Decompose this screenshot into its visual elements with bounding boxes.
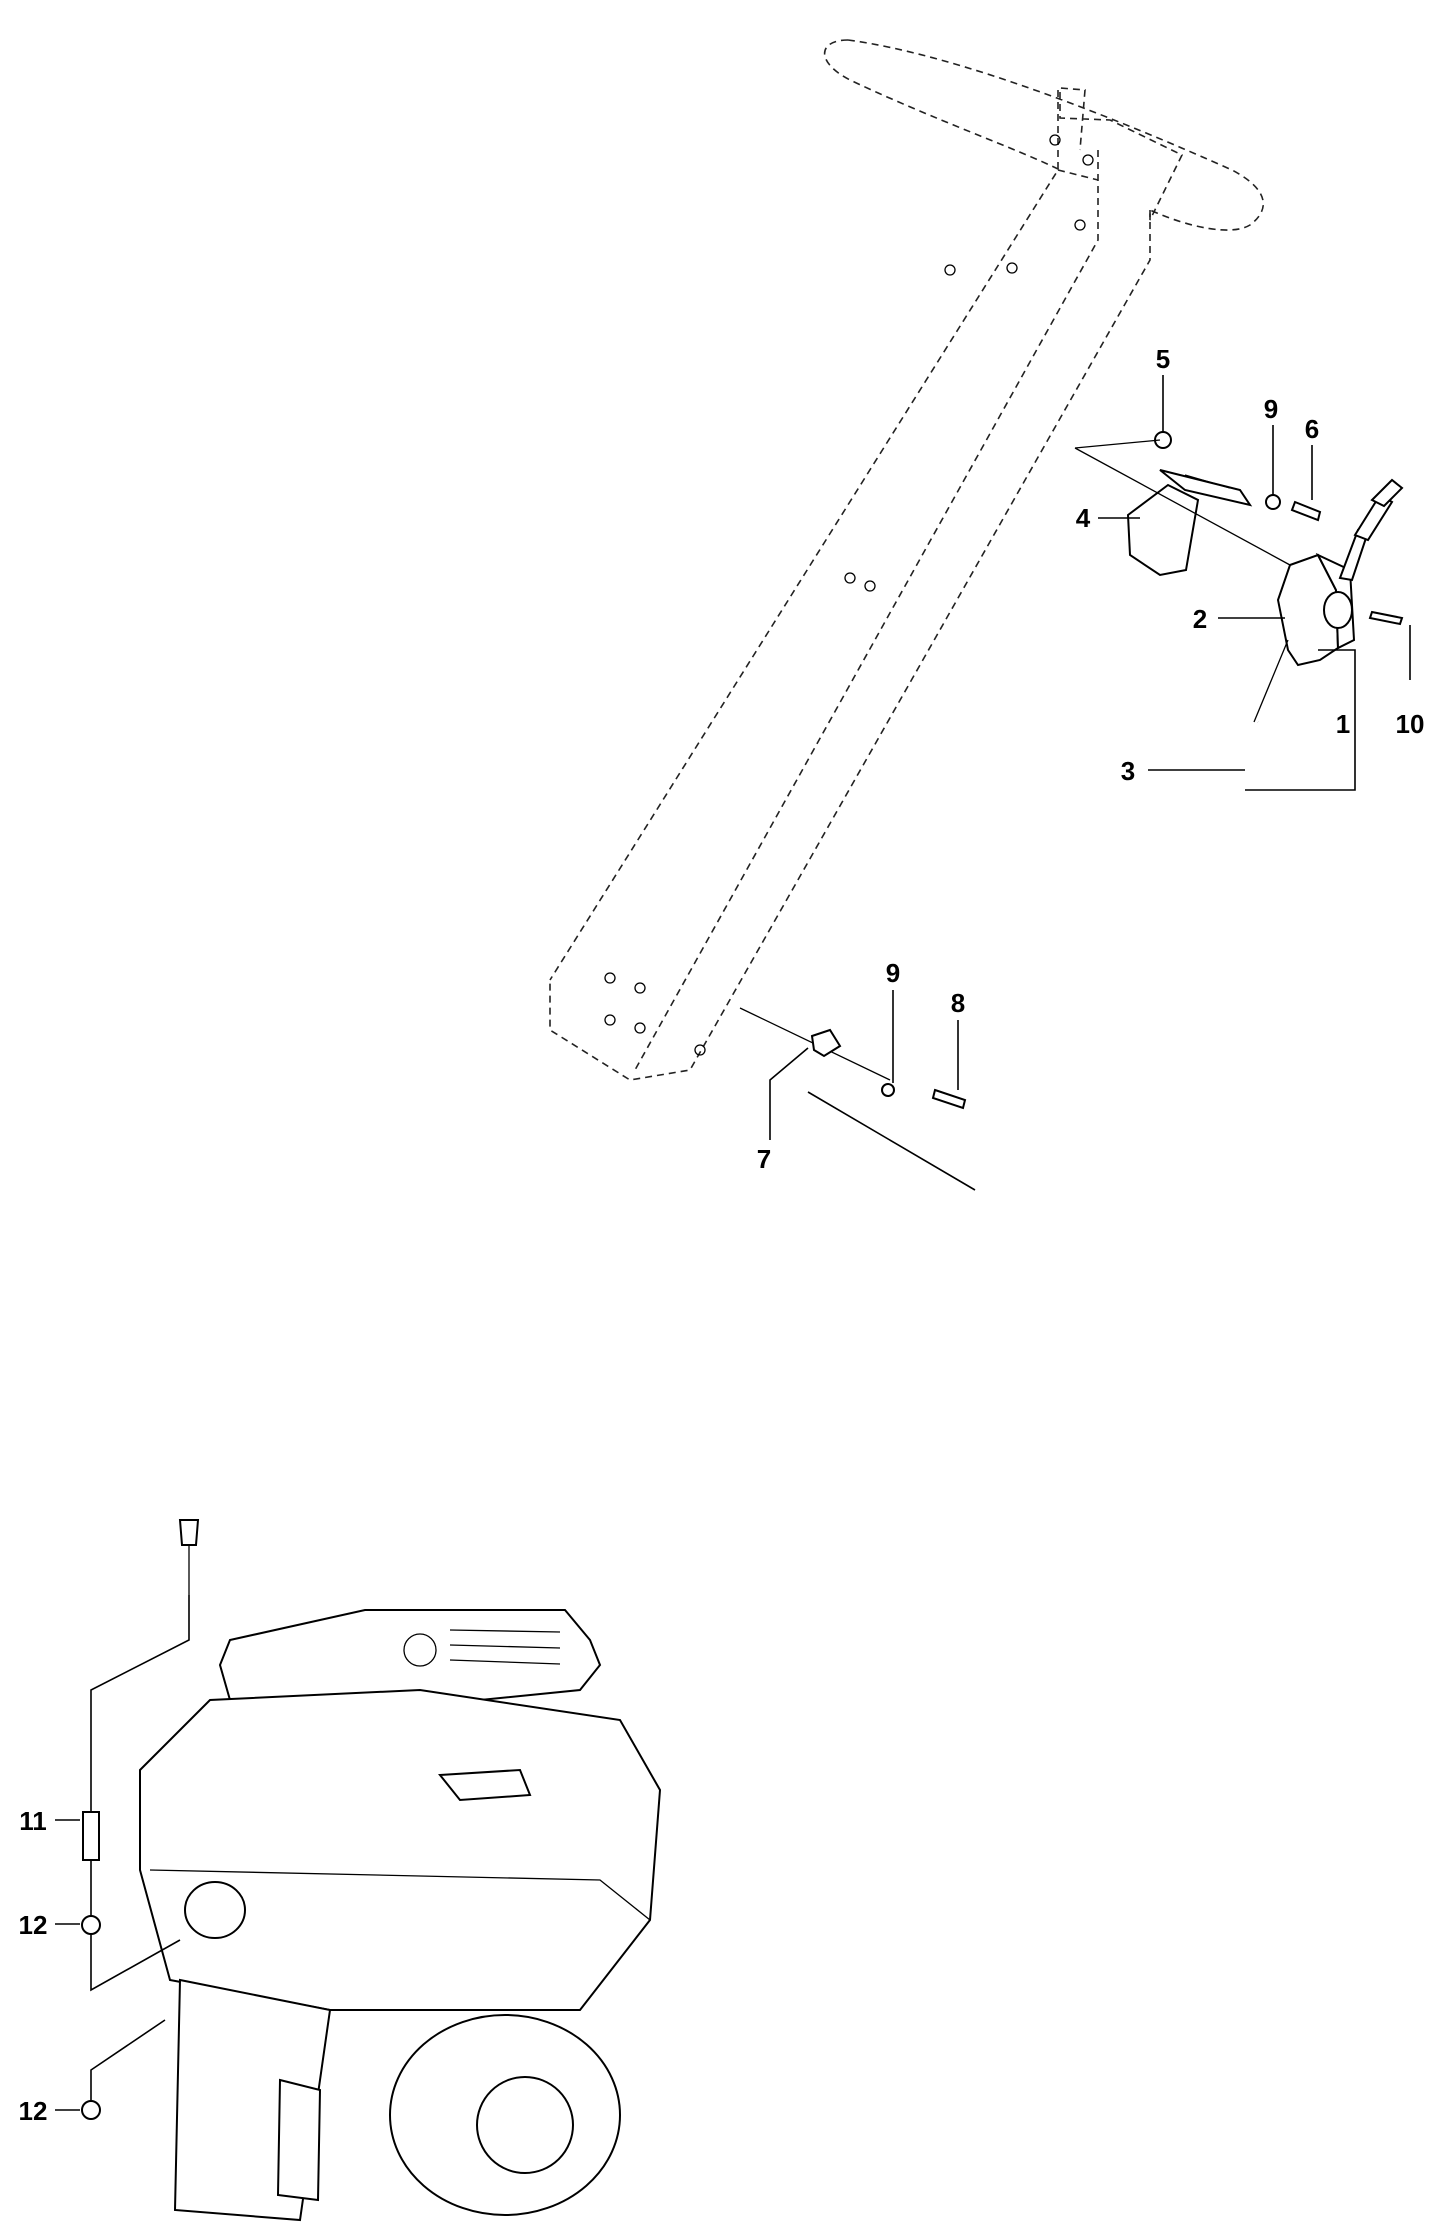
- handle-frame-phantom: [549, 39, 1265, 1081]
- throttle-lever-assembly: [1276, 478, 1404, 667]
- leader-lines: [55, 375, 1411, 2111]
- callout-9-lower: 9: [886, 958, 900, 988]
- callout-8: 8: [951, 988, 965, 1018]
- callout-1: 1: [1336, 709, 1350, 739]
- callout-12-upper: 12: [19, 1910, 48, 1940]
- callout-5: 5: [1156, 344, 1170, 374]
- callout-10: 10: [1396, 709, 1425, 739]
- callout-3: 3: [1121, 756, 1135, 786]
- callout-11: 11: [19, 1806, 47, 1836]
- callout-7: 7: [757, 1144, 771, 1174]
- lower-cable-hardware: [81, 1595, 190, 2120]
- engine: [139, 1609, 662, 2222]
- callout-4: 4: [1076, 503, 1091, 533]
- throttle-cable: [165, 639, 1289, 1595]
- callout-12-lower: 12: [19, 2096, 48, 2126]
- callout-2: 2: [1193, 604, 1207, 634]
- bracket: [1126, 469, 1253, 577]
- callout-9-upper: 9: [1264, 394, 1278, 424]
- lower-hardware: [739, 1007, 967, 1110]
- callout-labels: 1 2 3 4 5 9 6 10 9 8 7 11 12 12: [19, 344, 1425, 2126]
- upper-hardware: [1074, 431, 1404, 626]
- callout-6: 6: [1305, 414, 1319, 444]
